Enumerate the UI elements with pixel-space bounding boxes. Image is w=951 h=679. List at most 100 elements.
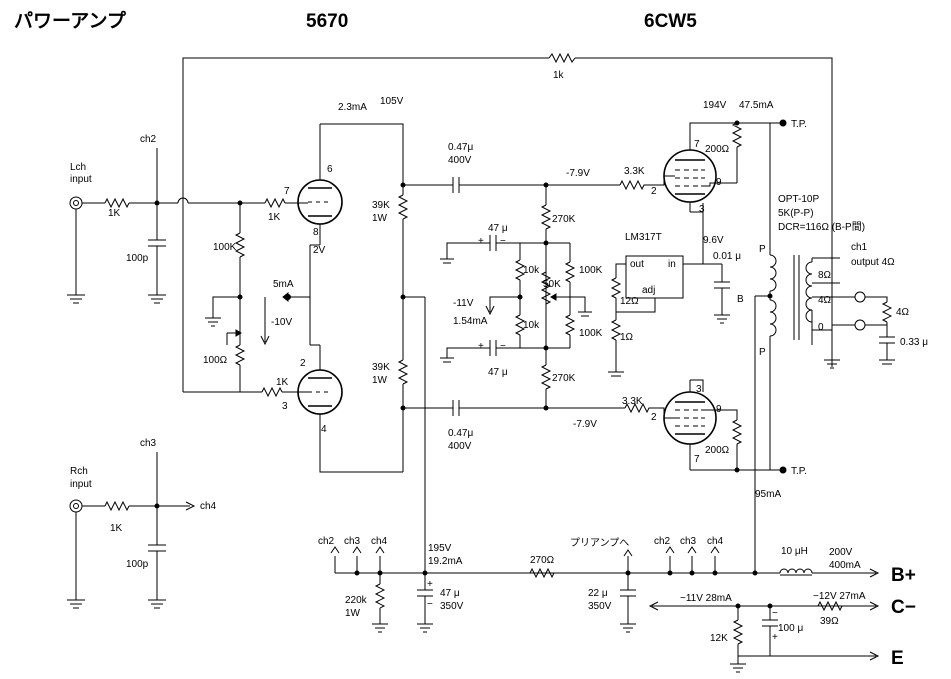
- screen-resistor-label: 200Ω: [705, 445, 730, 456]
- cap-polarity: −: [427, 599, 433, 610]
- plate-voltage-label: 194V: [703, 100, 727, 111]
- lch-input-label: Lch: [70, 162, 86, 173]
- negative-resistor-label: 12K: [710, 633, 728, 644]
- pin-label: 9: [716, 177, 722, 188]
- pin-label: 2: [651, 186, 657, 197]
- lch-input-cap-label: 100p: [126, 253, 149, 264]
- tap-4-label: 4Ω: [818, 295, 832, 306]
- cathode-voltage-label: 2V: [313, 245, 326, 256]
- regulator-pin-in: in: [668, 259, 676, 270]
- pin-label: 2: [651, 412, 657, 423]
- test-point-label: T.P.: [791, 119, 807, 130]
- terminal-bplus: B+: [891, 565, 916, 586]
- grid-voltage-label: -7.9V: [573, 419, 597, 430]
- cap-polarity: +: [427, 579, 433, 590]
- cap-polarity: +: [478, 236, 484, 247]
- screen-resistor-label: 200Ω: [705, 144, 730, 155]
- pin-label: 4: [321, 424, 327, 435]
- test-point-label: T.P.: [791, 466, 807, 477]
- regulator-resistor-label: 1Ω: [620, 332, 634, 343]
- bias-current-label: 1.54mA: [453, 316, 488, 327]
- plate-voltage-label: 105V: [380, 96, 404, 107]
- grid-stopper-label: 3.3K: [624, 166, 645, 177]
- pin-label: 6: [327, 164, 333, 175]
- coupling-cap-label: 0.47μ: [448, 142, 473, 153]
- rch-input-label-2: input: [70, 479, 92, 490]
- bus-ch-label: ch4: [707, 536, 724, 547]
- bias-resistor-label: 100K: [213, 242, 237, 253]
- bleeder-resistor-label: 220k: [345, 595, 368, 606]
- ch4-node-label: ch4: [200, 501, 217, 512]
- bus-ch-label: ch4: [371, 536, 388, 547]
- bus-ch-label: ch3: [680, 536, 697, 547]
- bias-resistor-label: 100K: [579, 265, 603, 276]
- pin-label: 7: [284, 186, 290, 197]
- bleeder-resistor-watt: 1W: [345, 608, 361, 619]
- lch-input-resistor-label: 1K: [108, 208, 121, 219]
- negative-resistor-label: 39Ω: [820, 616, 839, 627]
- bias-voltage-label: -10V: [271, 317, 292, 328]
- transformer-model-label: OPT-10P: [778, 194, 819, 205]
- preamp-label: プリアンプへ: [570, 537, 629, 549]
- filter-cap-label: 22 μ: [588, 588, 608, 599]
- regulator-cap-label: 0.01 μ: [713, 251, 741, 262]
- bias-resistor-label: 100K: [579, 328, 603, 339]
- rch-input-section: Rch input 1K ch4 ch3 100p: [67, 438, 217, 609]
- pin-label: 3: [699, 204, 705, 215]
- tube-5670-lower: 2 3 4 1K: [261, 344, 343, 435]
- rch-input-jack-center: [73, 503, 79, 509]
- bplus-voltage-label: 200V: [829, 547, 853, 558]
- primary-label: P: [759, 347, 766, 358]
- bus-ch-label: ch3: [344, 536, 361, 547]
- tap-0-label: 0: [818, 322, 824, 333]
- coupling-caps: 0.47μ 400V 0.47μ 400V -7.9V -7.9V: [403, 142, 625, 452]
- terminal-earth: E: [891, 648, 904, 669]
- grid-voltage-label: -7.9V: [566, 168, 590, 179]
- zobel-resistor-label: 4Ω: [896, 307, 910, 318]
- regulator-part-label: LM317T: [625, 232, 662, 243]
- output-bias-network: 270K 270K + − 47 μ + − 47 μ 10k 10k -11V…: [440, 182, 603, 411]
- pin-label: 3: [282, 401, 288, 412]
- rch-input-cap-label: 100p: [126, 559, 149, 570]
- ch1-label: ch1: [851, 242, 868, 253]
- tube-6cw5-lower: 3 2 9 7 3.3K 200Ω: [622, 379, 770, 473]
- regulator-resistor-label: 12Ω: [620, 296, 639, 307]
- bypass-cap-label: 47 μ: [488, 367, 508, 378]
- rch-input-label: Rch: [70, 466, 88, 477]
- negative-supply-label: −12V 27mA: [813, 591, 866, 602]
- grid-resistor-label: 1K: [268, 212, 281, 223]
- grid-resistor-label: 1K: [276, 377, 289, 388]
- speaker-jack-icon[interactable]: [854, 291, 866, 303]
- cap-polarity: −: [500, 236, 506, 247]
- tube-6cw5-upper: 7 2 9 3 3.3K 200Ω 194V 47.5mA: [619, 100, 774, 215]
- ch2-node-label: ch2: [140, 134, 157, 145]
- tube-5670-upper: 6 7 8 1K 2V: [264, 124, 343, 345]
- current-5ma-label: 5mA: [273, 279, 294, 290]
- plate-resistor-watt: 1W: [372, 375, 388, 386]
- supply-voltage-label: 195V: [428, 543, 452, 554]
- pin-label: 8: [313, 227, 319, 238]
- lm317-regulator: LM317T out in adj 12Ω 1Ω 9.6V 0.01 μ B: [608, 203, 744, 377]
- lch-input-jack-icon[interactable]: [69, 196, 83, 210]
- regulator-pin-out: out: [630, 259, 644, 270]
- tube-5670-label: 5670: [306, 11, 348, 32]
- speaker-jack-icon[interactable]: [854, 319, 866, 331]
- bypass-cap-label: 47 μ: [488, 223, 508, 234]
- regulator-pin-adj: adj: [642, 285, 655, 296]
- rch-input-jack-icon[interactable]: [69, 499, 83, 513]
- coupling-cap-voltage: 400V: [448, 155, 472, 166]
- bias-resistor-label: 270K: [552, 373, 576, 384]
- lch-input-section: Lch input 1K ch2 100p: [67, 134, 265, 304]
- filter-cap-voltage: 350V: [588, 601, 612, 612]
- feedback-network: 1k: [182, 52, 833, 392]
- pin-label: 7: [694, 139, 700, 150]
- transformer-impedance-label: 5K(P-P): [778, 208, 814, 219]
- schematic-title: パワーアンプ: [14, 9, 127, 32]
- cap-polarity: +: [772, 632, 778, 643]
- negative-supply-label: −11V 28mA: [680, 593, 732, 604]
- primary-label: P: [759, 244, 766, 255]
- plate-resistor-label: 39K: [372, 362, 390, 373]
- bias-voltage-label: -11V: [453, 298, 474, 309]
- ch3-node-label: ch3: [140, 438, 157, 449]
